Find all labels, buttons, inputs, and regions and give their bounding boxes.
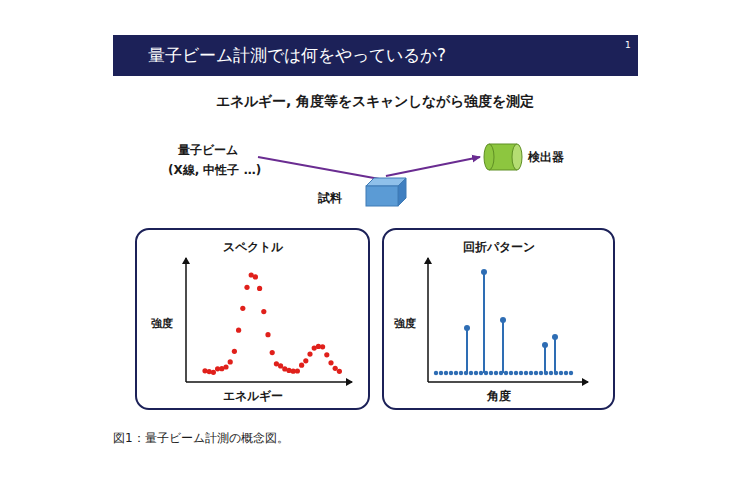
spectrum-panel: スペクトル強度エネルギー (135, 228, 370, 410)
slide-title: 量子ビーム計測では何をやっているか? (148, 44, 446, 67)
detector-cylinder (484, 144, 522, 170)
subtitle: エネルギー, 角度等をスキャンしながら強度を測定 (0, 93, 750, 111)
axis-label: エネルギー (137, 388, 368, 405)
beam-sublabel: (X線, 中性子 …) (168, 162, 261, 179)
detector-label: 検出器 (528, 149, 564, 166)
sample-node: 試料 (316, 176, 408, 210)
axis-label: 強度 (394, 316, 416, 331)
axis-label: 強度 (151, 316, 173, 331)
beam-line (258, 157, 385, 180)
figure-caption: 図1：量子ビーム計測の概念図。 (113, 430, 289, 447)
axis-label: 角度 (384, 388, 613, 405)
sample-block (366, 178, 406, 206)
beam-label: 量子ビーム (178, 142, 238, 159)
beam-arrow (386, 157, 480, 176)
diffraction-axes (428, 258, 588, 382)
panel-heading: スペクトル (137, 239, 368, 256)
diffraction-panel: 回折パターン強度角度 (382, 228, 615, 410)
sample-label: 試料 (318, 190, 342, 207)
diffraction-points (434, 269, 573, 375)
page-number: 1 (625, 40, 631, 50)
spectrum-axes (186, 258, 352, 382)
spectrum-points (202, 272, 342, 375)
detector-node: 検出器 (480, 140, 572, 174)
panel-heading: 回折パターン (384, 239, 613, 256)
